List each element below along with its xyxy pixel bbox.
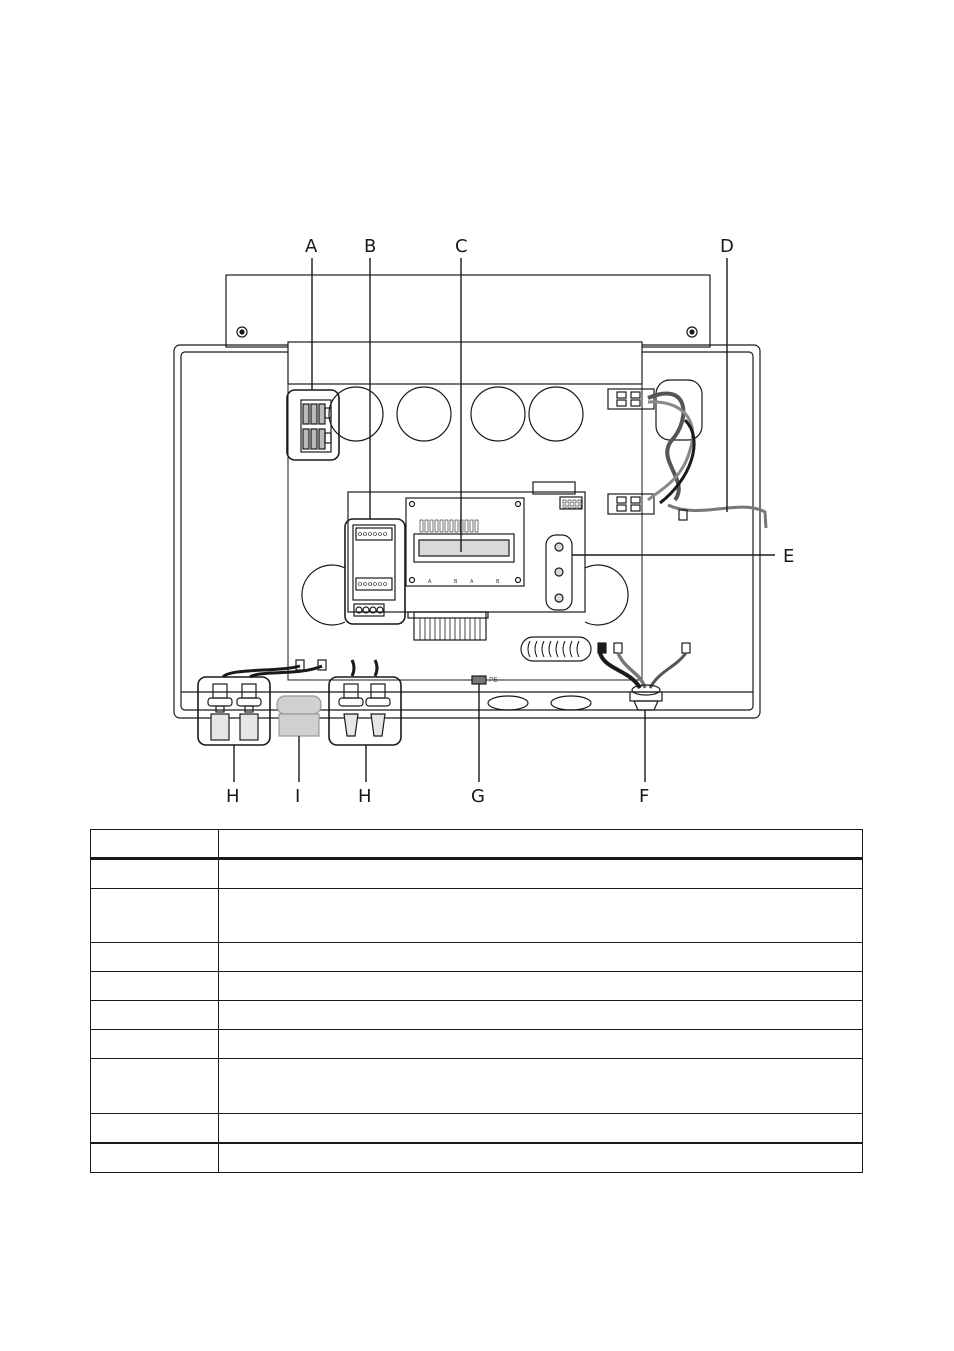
table-cell-designation	[218, 829, 863, 860]
table-cell-designation	[218, 1113, 863, 1144]
table-cell-designation	[218, 1058, 863, 1114]
display-mark-2: B	[454, 579, 458, 585]
callout-h-left: H	[226, 786, 240, 807]
connectors-h-right	[328, 659, 402, 746]
enclosure-body	[173, 341, 761, 719]
callout-f: F	[639, 786, 649, 807]
table-cell-position	[90, 1058, 219, 1114]
main-circuit-board	[347, 481, 586, 641]
cable-openings	[301, 386, 629, 711]
table-cell-position	[90, 829, 219, 860]
table-row	[90, 1029, 863, 1059]
table-cell-position	[90, 942, 219, 972]
table-cell-position	[90, 1029, 219, 1059]
pe-label: PE	[489, 676, 498, 684]
communication-module-b	[344, 518, 406, 625]
table-row	[90, 1000, 863, 1030]
callout-i: I	[295, 786, 300, 807]
table-row	[90, 858, 863, 889]
callout-a: A	[305, 236, 318, 257]
table-row	[90, 1058, 863, 1114]
leader-lines	[233, 258, 775, 782]
table-cell-designation	[218, 858, 863, 889]
table-row	[90, 942, 863, 972]
table-cell-position	[90, 1142, 219, 1173]
table-row	[90, 1113, 863, 1144]
dc-connectors-d	[607, 379, 768, 529]
callout-b: B	[364, 236, 376, 257]
table-cell-designation	[218, 1029, 863, 1059]
callout-h-right: H	[358, 786, 372, 807]
table-cell-designation	[218, 1142, 863, 1173]
display-mark-4: B	[496, 579, 500, 585]
table-cell-designation	[218, 1000, 863, 1030]
table-cell-position	[90, 971, 219, 1001]
table-header-row	[90, 829, 863, 860]
table-cell-designation	[218, 888, 863, 943]
legend-table	[90, 829, 863, 1173]
terminal-block-a	[286, 389, 340, 461]
table-row	[90, 971, 863, 1001]
cable-gland-f	[598, 652, 688, 711]
table-row	[90, 1142, 863, 1173]
display-c: A B A B	[405, 497, 525, 587]
table-cell-designation	[218, 942, 863, 972]
connectors-h-left	[197, 659, 327, 746]
callout-g: G	[471, 786, 485, 807]
top-cover-plate	[225, 274, 711, 348]
table-cell-designation	[218, 971, 863, 1001]
display-mark-3: A	[470, 579, 474, 585]
bottom-components	[471, 636, 691, 685]
blind-plug-i	[276, 695, 322, 737]
table-cell-position	[90, 888, 219, 943]
callout-e: E	[783, 546, 794, 567]
table-row	[90, 888, 863, 943]
display-mark-1: A	[428, 579, 432, 585]
table-cell-position	[90, 858, 219, 889]
table-cell-position	[90, 1113, 219, 1144]
table-cell-position	[90, 1000, 219, 1030]
enclosure-diagram: A B A B	[173, 236, 794, 807]
led-panel-e	[545, 534, 573, 611]
callout-d: D	[720, 236, 734, 257]
callout-c: C	[455, 236, 468, 257]
